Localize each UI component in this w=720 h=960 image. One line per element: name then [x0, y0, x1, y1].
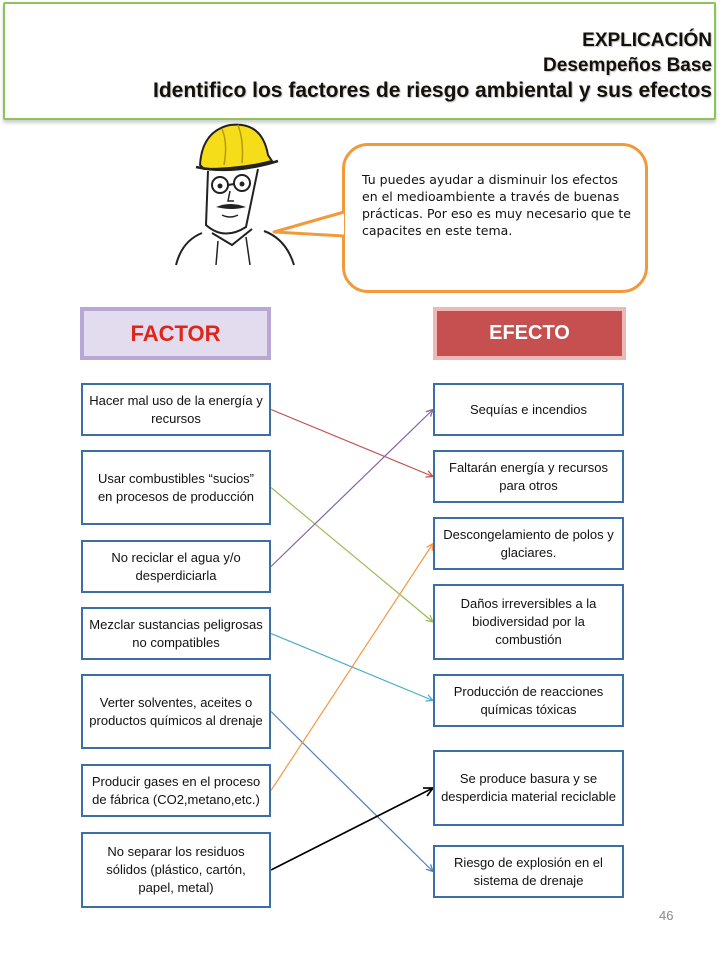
factor-box: Hacer mal uso de la energía y recursos	[81, 383, 271, 436]
effect-box: Riesgo de explosión en el sistema de dre…	[433, 845, 624, 898]
effect-box: Sequías e incendios	[433, 383, 624, 436]
connection-arrow	[270, 788, 433, 871]
connection-arrow	[270, 544, 433, 791]
connection-arrow	[270, 711, 433, 872]
connection-arrow	[270, 408, 433, 477]
header-title: Identifico los factores de riesgo ambien…	[152, 79, 712, 102]
effect-box: Se produce basura y se desperdicia mater…	[433, 750, 624, 826]
speech-bubble-tail	[272, 210, 345, 238]
effect-box: Faltarán energía y recursos para otros	[433, 450, 624, 503]
engineer-cartoon-illustration	[175, 123, 295, 266]
effect-box: Producción de reacciones químicas tóxica…	[433, 674, 624, 727]
factor-box: Mezclar sustancias peligrosas no compati…	[81, 607, 271, 660]
speech-bubble-text: Tu puedes ayudar a disminuir los efectos…	[362, 172, 631, 238]
header-explicacion: EXPLICACIÓN	[582, 30, 712, 51]
factor-box: Producir gases en el proceso de fábrica …	[81, 764, 271, 817]
connection-arrow	[270, 410, 433, 567]
page-number: 46	[659, 908, 674, 923]
header-banner	[3, 2, 716, 120]
speech-bubble	[342, 143, 648, 293]
effect-box: Descongelamiento de polos y glaciares.	[433, 517, 624, 570]
factor-column-header: FACTOR	[80, 307, 271, 360]
factor-box: No reciclar el agua y/o desperdiciarla	[81, 540, 271, 593]
connection-arrow	[270, 487, 433, 623]
factor-box: Usar combustibles “sucios” en procesos d…	[81, 450, 271, 525]
efecto-column-header: EFECTO	[433, 307, 626, 360]
header-desempenos: Desempeños Base	[543, 55, 712, 76]
factor-box: No separar los residuos sólidos (plástic…	[81, 832, 271, 908]
factor-box: Verter solventes, aceites o productos qu…	[81, 674, 271, 749]
effect-box: Daños irreversibles a la biodiversidad p…	[433, 584, 624, 660]
